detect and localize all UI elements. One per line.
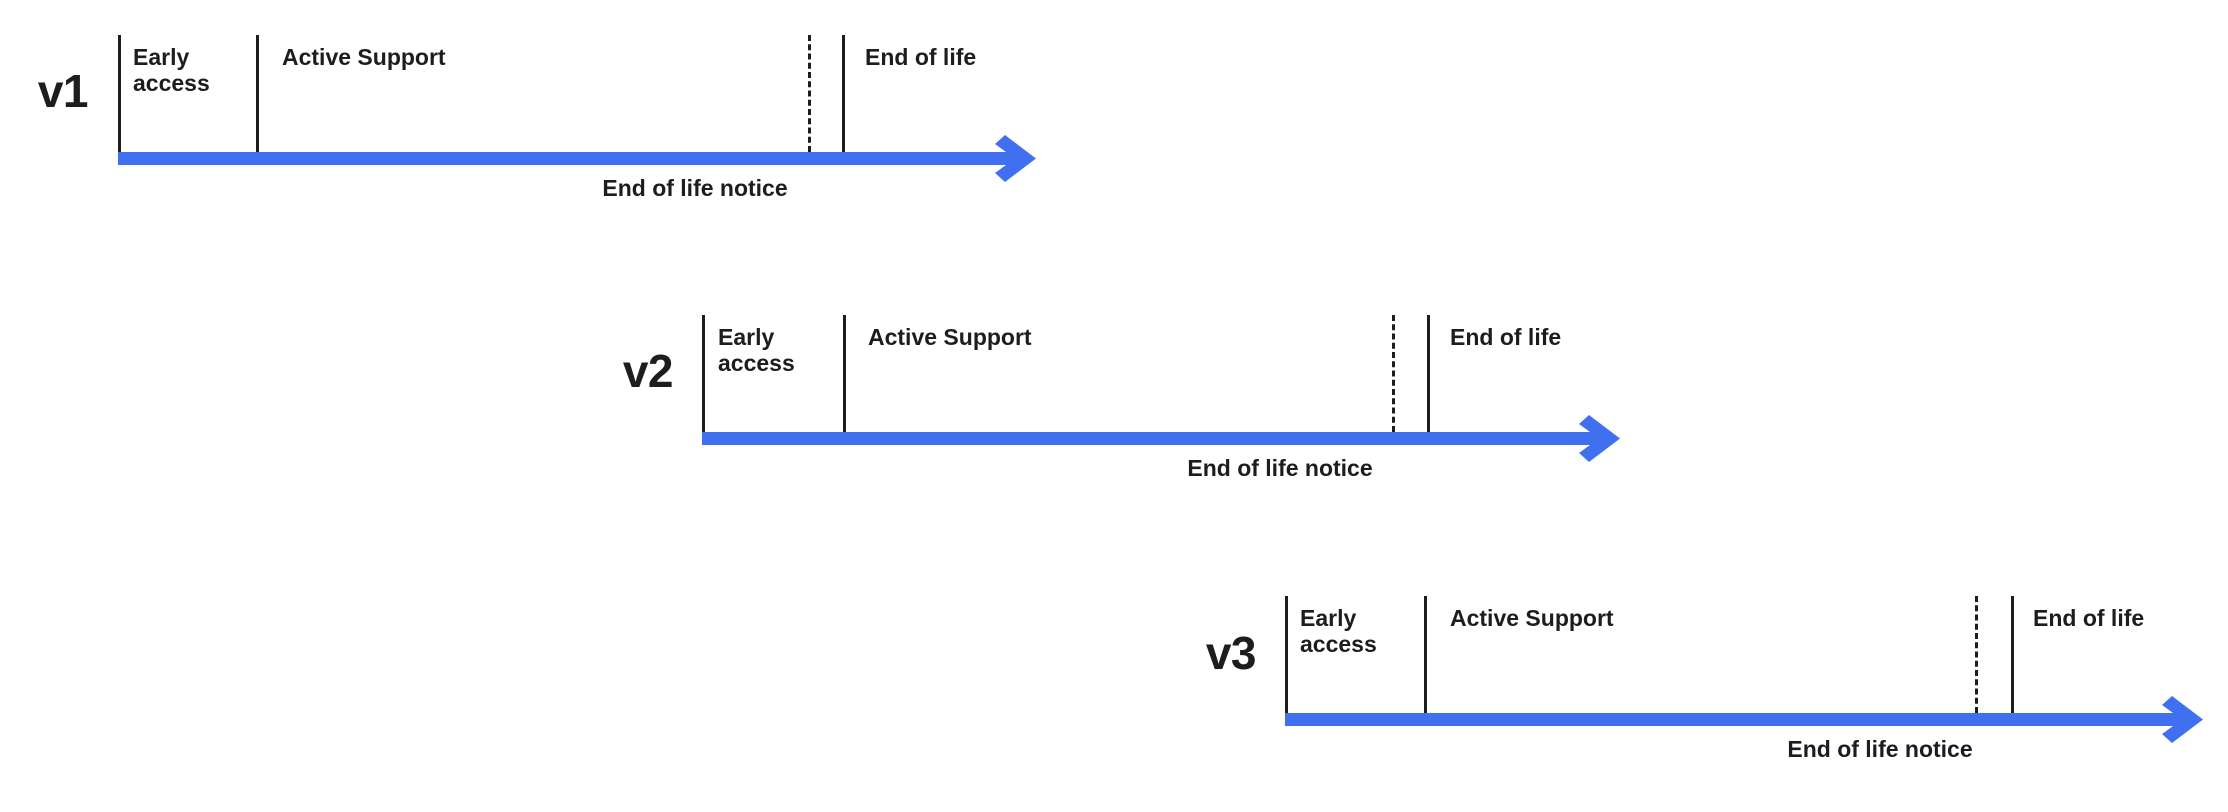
phase-label-early-access-v3: Early access xyxy=(1300,605,1377,658)
phase-divider-v3-1 xyxy=(1424,596,1427,713)
phase-divider-v1-3 xyxy=(842,35,845,152)
phase-divider-dashed-v2-2 xyxy=(1392,315,1395,432)
version-label-v2: v2 xyxy=(622,345,674,397)
timeline-arrow-head-v2 xyxy=(1572,413,1624,465)
version-label-v3: v3 xyxy=(1205,627,1257,679)
phase-divider-v2-0 xyxy=(702,315,705,432)
timeline-arrow-head-v1 xyxy=(988,133,1040,185)
timeline-bar-v3 xyxy=(1285,713,2185,726)
phase-label-end-of-life-v3: End of life xyxy=(2033,605,2145,631)
phase-divider-v2-3 xyxy=(1427,315,1430,432)
end-of-life-notice-label-v3: End of life notice xyxy=(1787,736,1973,762)
end-of-life-notice-label-v1: End of life notice xyxy=(602,175,788,201)
phase-label-early-access-v2: Early access xyxy=(718,324,795,377)
timeline-arrow-head-v3 xyxy=(2155,694,2207,746)
phase-label-active-support-v3: Active Support xyxy=(1450,605,1614,631)
phase-label-end-of-life-v1: End of life xyxy=(865,44,977,70)
phase-label-active-support-v2: Active Support xyxy=(868,324,1032,350)
phase-divider-v2-1 xyxy=(843,315,846,432)
phase-divider-v1-0 xyxy=(118,35,121,152)
phase-divider-dashed-v1-2 xyxy=(808,35,811,152)
phase-divider-v3-3 xyxy=(2011,596,2014,713)
phase-divider-dashed-v3-2 xyxy=(1975,596,1978,713)
phase-divider-v3-0 xyxy=(1285,596,1288,713)
timeline-bar-v2 xyxy=(702,432,1602,445)
phase-divider-v1-1 xyxy=(256,35,259,152)
phase-label-active-support-v1: Active Support xyxy=(282,44,446,70)
version-label-v1: v1 xyxy=(37,65,89,117)
timeline-bar-v1 xyxy=(118,152,1018,165)
end-of-life-notice-label-v2: End of life notice xyxy=(1187,455,1373,481)
phase-label-end-of-life-v2: End of life xyxy=(1450,324,1562,350)
phase-label-early-access-v1: Early access xyxy=(133,44,210,97)
